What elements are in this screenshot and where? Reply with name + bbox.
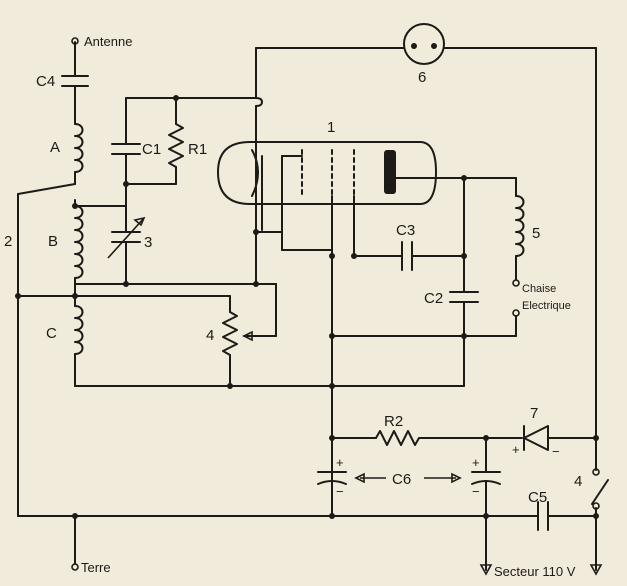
label-r1: R1	[188, 141, 207, 158]
variable-capacitor-3	[107, 216, 146, 285]
label-diode-7: 7	[530, 405, 538, 422]
coil-a	[17, 123, 84, 195]
vacuum-tube-1	[217, 141, 467, 257]
coil-5	[465, 177, 525, 287]
label-diode-plus: +	[512, 442, 520, 457]
label-c6-right-plus: +	[472, 455, 480, 470]
r2-resistor	[331, 430, 487, 446]
label-c2: C2	[424, 290, 443, 307]
label-switch-4: 4	[574, 473, 582, 490]
label-coil-c: C	[46, 325, 57, 342]
label-diode-minus: −	[552, 444, 560, 459]
label-c1: C1	[142, 141, 161, 158]
label-c4: C4	[36, 73, 55, 90]
label-c5: C5	[528, 489, 547, 506]
r1-resistor	[123, 97, 184, 187]
c6-left-capacitor	[317, 471, 347, 485]
c5-capacitor	[485, 501, 597, 531]
label-coil-b: B	[48, 233, 58, 250]
label-electrique: Electrique	[522, 300, 571, 312]
diode-7	[485, 425, 597, 451]
label-c3: C3	[396, 222, 415, 239]
label-antenne: Antenne	[84, 34, 132, 49]
label-2: 2	[4, 233, 12, 250]
label-coil-5: 5	[532, 225, 540, 242]
label-lamp-6: 6	[418, 69, 426, 86]
label-coil-a: A	[50, 139, 60, 156]
label-chaise: Chaise	[522, 283, 556, 295]
label-c6: C6	[392, 471, 411, 488]
c1-capacitor	[111, 97, 141, 233]
lamp-6	[403, 23, 597, 65]
c3-capacitor	[351, 241, 465, 271]
label-c6-left-plus: +	[336, 455, 344, 470]
coil-c	[74, 295, 84, 387]
potentiometer-4	[74, 295, 277, 387]
label-c6-left-minus: −	[336, 484, 344, 499]
label-3: 3	[144, 234, 152, 251]
label-r2: R2	[384, 413, 403, 430]
c6-right-capacitor	[471, 437, 501, 517]
antenna-branch	[61, 37, 89, 125]
label-terre: Terre	[81, 560, 111, 575]
label-c6-right-minus: −	[472, 484, 480, 499]
label-secteur: Secteur 110 V	[494, 564, 576, 579]
label-tube-1: 1	[327, 119, 335, 136]
switch-4	[591, 437, 609, 510]
label-pot-4: 4	[206, 327, 214, 344]
coil-b	[74, 199, 84, 297]
c2-capacitor	[449, 291, 479, 387]
